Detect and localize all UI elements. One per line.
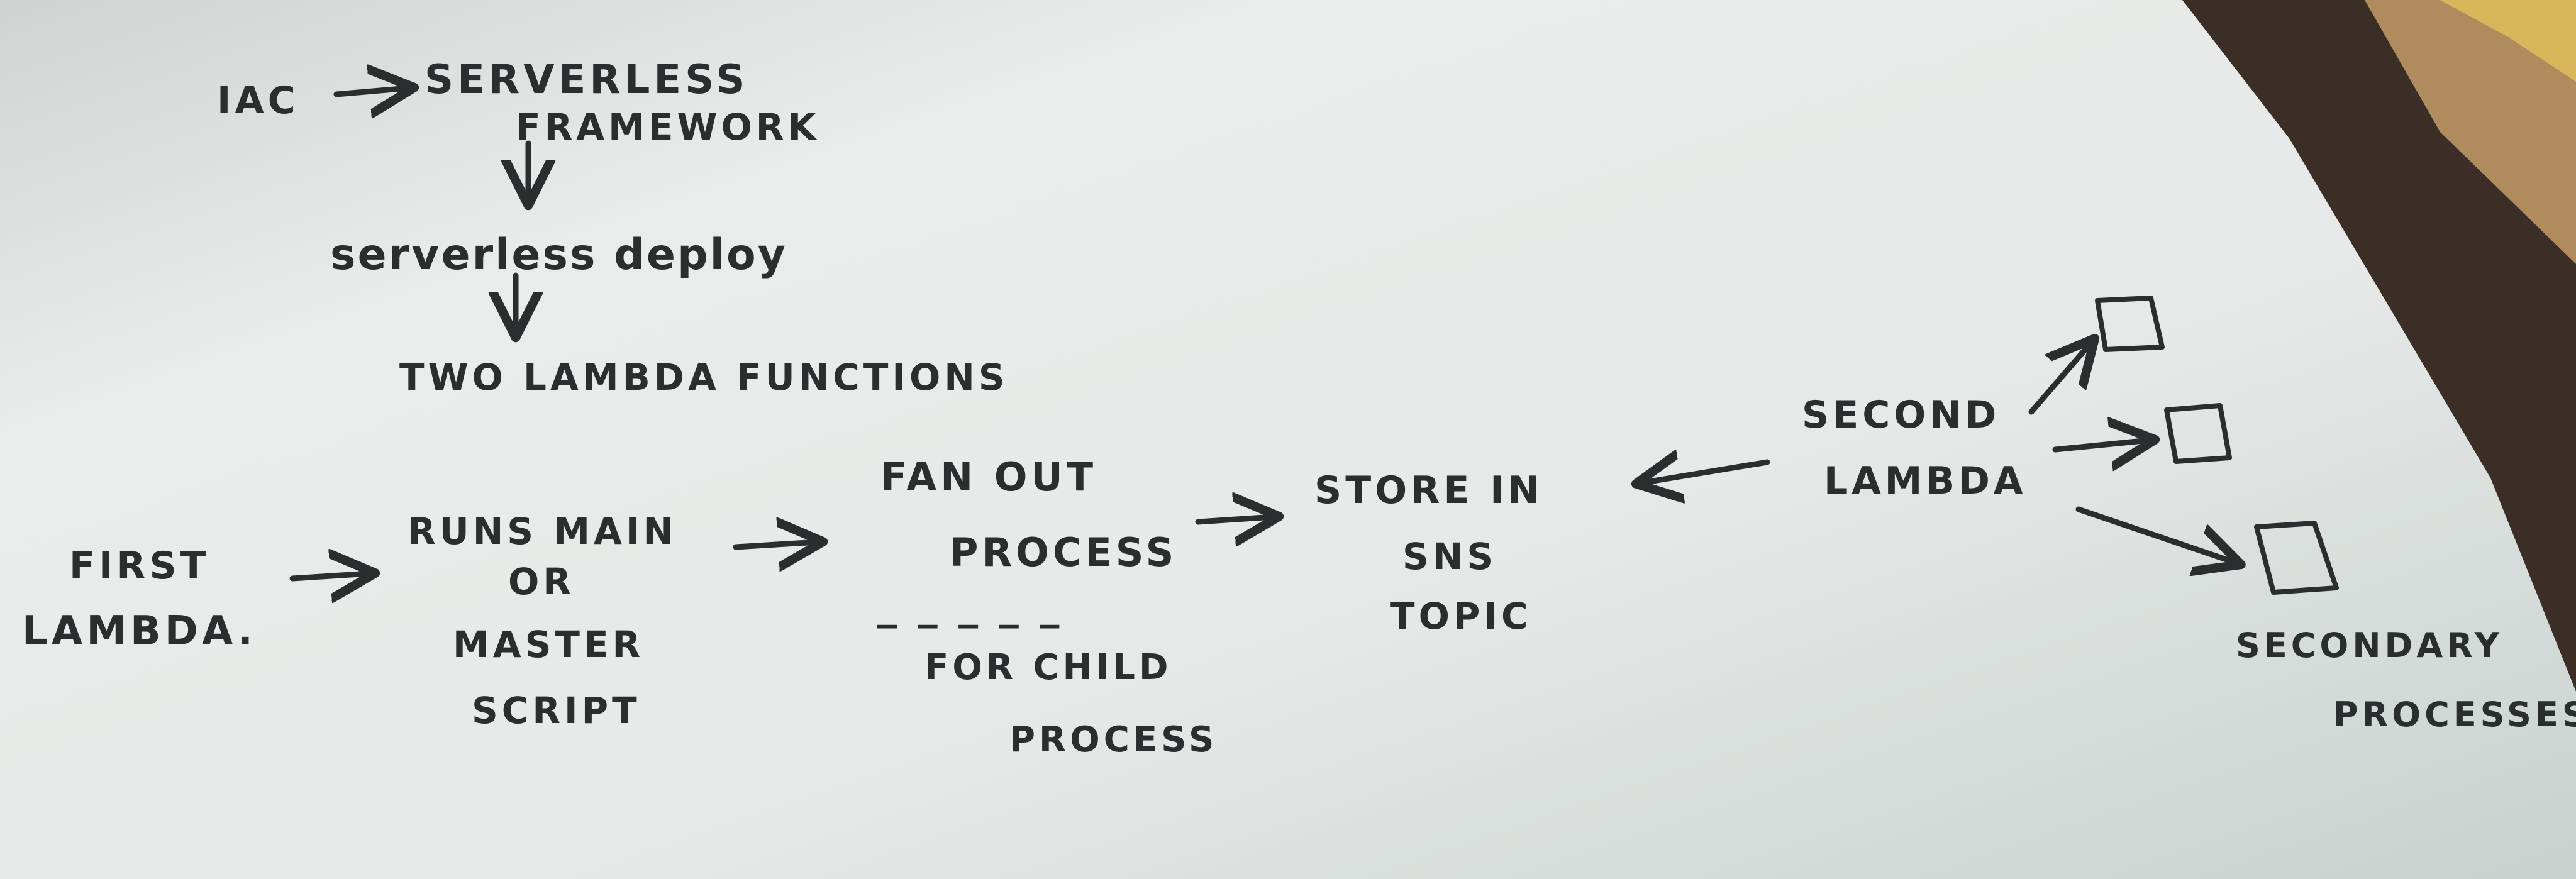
serverless-text: SERVERLESS: [425, 57, 748, 103]
child-line2: PROCESS: [1009, 719, 1218, 760]
two-lambda-text: TWO LAMBDA FUNCTIONS: [399, 356, 1009, 399]
store-line1: STORE IN: [1314, 468, 1543, 512]
deploy-command-text: serverless deploy: [330, 230, 787, 280]
second-lambda-line2: LAMBDA: [1824, 459, 2026, 503]
secondary-line2: PROCESSES: [2333, 695, 2576, 734]
first-lambda-line2: LAMBDA.: [22, 608, 257, 655]
runs-line3: MASTER: [453, 623, 644, 666]
runs-arrow: [733, 542, 818, 547]
framework-text: FRAMEWORK: [516, 106, 819, 148]
secondary-process-box-3: [2254, 521, 2339, 595]
secondary-process-box-2: [2164, 403, 2232, 464]
runs-line4: SCRIPT: [472, 689, 641, 732]
child-line1: FOR CHILD: [924, 647, 1172, 688]
fan-out-line2: PROCESS: [950, 529, 1177, 575]
iac-label: IAC: [217, 79, 299, 123]
first-lambda-line1: FIRST: [69, 544, 210, 588]
fan-out-arrow: [1195, 517, 1274, 522]
iac-arrow: [333, 88, 409, 94]
branch-arrow-middle: [2052, 440, 2150, 450]
runs-line1: RUNS MAIN: [408, 510, 677, 553]
secondary-line1: SECONDARY: [2236, 626, 2503, 665]
second-lambda-to-sns-arrow: [1641, 462, 1770, 483]
secondary-process-box-1: [2095, 296, 2165, 352]
store-line3: TOPIC: [1390, 595, 1532, 638]
runs-line2: OR: [508, 560, 575, 603]
second-lambda-line1: SECOND: [1802, 393, 2000, 437]
dashes-text: _ _ _ _ _: [877, 583, 1063, 629]
cardboard-tape: [2440, 0, 2576, 82]
fan-out-line1: FAN OUT: [880, 454, 1097, 500]
branch-arrow-top: [2028, 343, 2091, 415]
first-lambda-arrow: [289, 573, 370, 578]
branch-arrow-bottom: [2075, 506, 2236, 563]
cardboard-box: [2365, 0, 2576, 264]
store-line2: SNS: [1402, 535, 1497, 578]
